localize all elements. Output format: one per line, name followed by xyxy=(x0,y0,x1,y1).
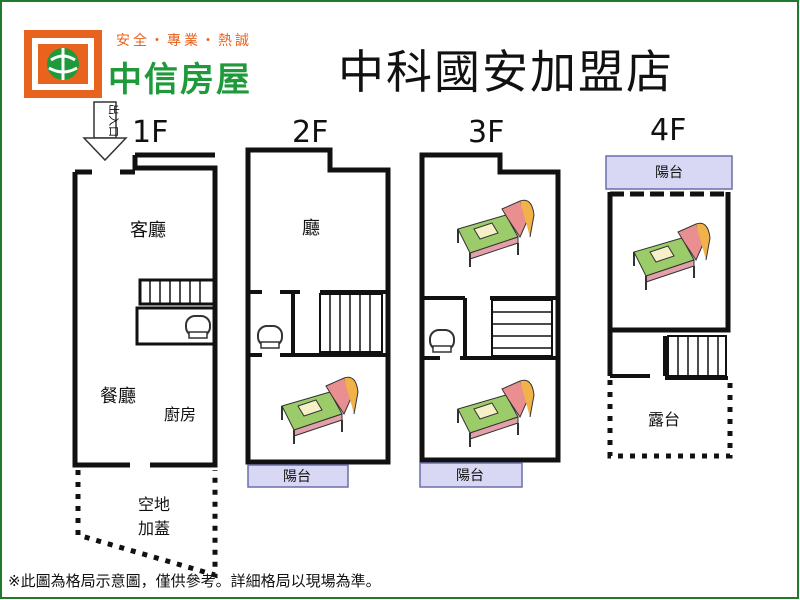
room-terrace: 露台 xyxy=(648,410,680,429)
toilet-icon xyxy=(185,315,211,339)
bed-icon xyxy=(457,379,535,448)
room-living: 客廳 xyxy=(130,220,166,241)
floor-2f-label: 2F xyxy=(292,115,328,150)
entrance-arrow-icon xyxy=(82,101,128,162)
brand-slogan: 安全・專業・熱誠 xyxy=(116,33,252,49)
brand-logo xyxy=(24,30,102,102)
bed-icon xyxy=(457,199,535,268)
brand-name: 中信房屋 xyxy=(108,60,252,100)
bed-icon xyxy=(281,376,359,445)
store-title: 中科國安加盟店 xyxy=(338,45,674,99)
floor-4f: 4F 陽台 露台 xyxy=(605,113,733,459)
yard-label-line1: 空地 xyxy=(138,495,170,514)
toilet-icon xyxy=(257,325,283,349)
disclaimer-note: ※此圖為格局示意圖，僅供參考。詳細格局以現場為準。 xyxy=(8,572,381,590)
floor-3f: 3F 陽台 xyxy=(419,115,561,488)
room-dining: 餐廳 xyxy=(100,386,136,407)
floor-4f-label: 4F xyxy=(650,113,686,148)
balcony-4f-label: 陽台 xyxy=(655,165,683,181)
balcony-2f-label: 陽台 xyxy=(283,469,311,485)
yard-label-line2: 加蓋 xyxy=(138,519,170,538)
floor-1f: 1F 出入口 客廳 餐廳 廚房 空地 加蓋 xyxy=(72,101,218,579)
bed-icon xyxy=(633,222,711,291)
room-kitchen: 廚房 xyxy=(164,405,196,424)
floor-3f-label: 3F xyxy=(468,115,504,150)
toilet-icon xyxy=(429,329,455,353)
floor-1f-label: 1F xyxy=(132,115,168,150)
floor-2f: 2F 廳 陽台 xyxy=(245,115,391,488)
balcony-3f-label: 陽台 xyxy=(456,468,484,484)
entrance-label: 出入口 xyxy=(107,104,121,137)
room-hall: 廳 xyxy=(302,218,320,239)
